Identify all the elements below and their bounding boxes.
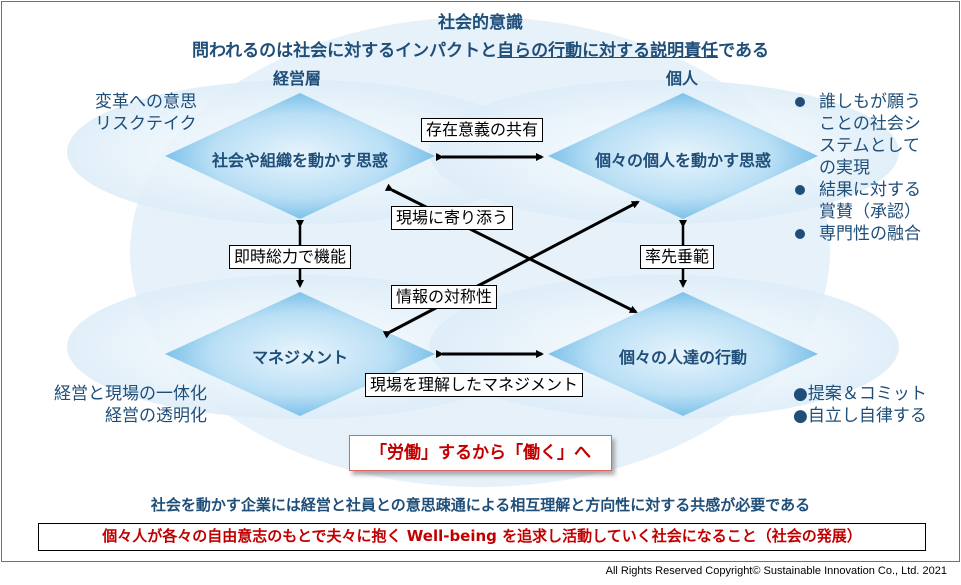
note-top-left-line2: リスクテイク xyxy=(95,114,197,134)
note-bottom-right: ●提案＆コミット ●自立し自律する xyxy=(793,383,927,427)
connector-label-diagonal-lower: 情報の対称性 xyxy=(391,285,498,309)
diagram-frame: 社会的意識 問われるのは社会に対するインパクトと自らの行動に対する説明責任である… xyxy=(1,1,960,562)
bullet-icon xyxy=(795,185,805,195)
note-bottom-left: 経営と現場の一体化 経営の透明化 xyxy=(32,383,207,427)
page-title: 社会的意識 xyxy=(438,13,523,33)
note-bottom-right-line1: ●提案＆コミット xyxy=(793,384,927,404)
arrow-diagonal-up xyxy=(382,200,640,339)
note-bottom-right-line2: ●自立し自律する xyxy=(793,406,927,426)
label-bottom-right: 個々の人達の行動 xyxy=(618,348,747,367)
subtitle-part1: 問われるのは社会に対するインパクトと xyxy=(192,41,498,61)
heading-right: 個人 xyxy=(666,69,699,88)
diamond-top-left xyxy=(165,93,435,219)
bullet-icon xyxy=(795,97,805,107)
label-bottom-left: マネジメント xyxy=(251,348,348,367)
bullet-icon xyxy=(795,229,805,239)
connector-label-diagonal-upper: 現場に寄り添う xyxy=(391,206,514,230)
subtitle-part2: 自らの行動に対する説明責任 xyxy=(497,41,719,61)
label-top-right: 個々の個人を動かす思惑 xyxy=(594,151,771,170)
heading-left: 経営層 xyxy=(273,69,322,88)
page-subtitle: 問われるのは社会に対するインパクトと自らの行動に対する説明責任である xyxy=(2,36,959,61)
connector-label-bottom: 現場を理解したマネジメント xyxy=(365,373,584,397)
note-top-right-item: 専門性の融合 xyxy=(793,223,921,245)
note-bottom-left-line2: 経営の透明化 xyxy=(105,406,207,426)
connector-label-right: 率先垂範 xyxy=(640,245,715,269)
note-top-right: 誰しもが願う ことの社会シ ステムとして の実現 結果に対する 賞賛（承認） 専… xyxy=(793,91,921,245)
note-top-right-item: 結果に対する 賞賛（承認） xyxy=(793,179,921,223)
goal-box: 個々人が各々の自由意志のもとで夫々に抱く Well-being を追求し活動して… xyxy=(38,523,926,551)
label-top-left: 社会や組織を動かす思惑 xyxy=(211,151,388,170)
connector-label-top: 存在意義の共有 xyxy=(421,118,544,142)
connector-label-left: 即時総力で機能 xyxy=(229,245,352,269)
copyright-text: All Rights Reserved Copyright© Sustainab… xyxy=(605,565,947,577)
note-bottom-left-line1: 経営と現場の一体化 xyxy=(54,384,207,404)
diagram-canvas xyxy=(67,17,899,487)
statement-text: 社会を動かす企業には経営と社員との意思疎通による相互理解と方向性に対する共感が必… xyxy=(150,496,811,514)
note-top-left: 変革への意思 リスクテイク xyxy=(95,91,197,135)
note-top-right-item: 誰しもが願う ことの社会シ ステムとして の実現 xyxy=(793,91,921,179)
note-top-left-line1: 変革への意思 xyxy=(95,92,197,112)
subtitle-part3: である xyxy=(718,41,769,61)
labor-to-work-box: 「労働」するから「働く」へ xyxy=(349,435,612,471)
